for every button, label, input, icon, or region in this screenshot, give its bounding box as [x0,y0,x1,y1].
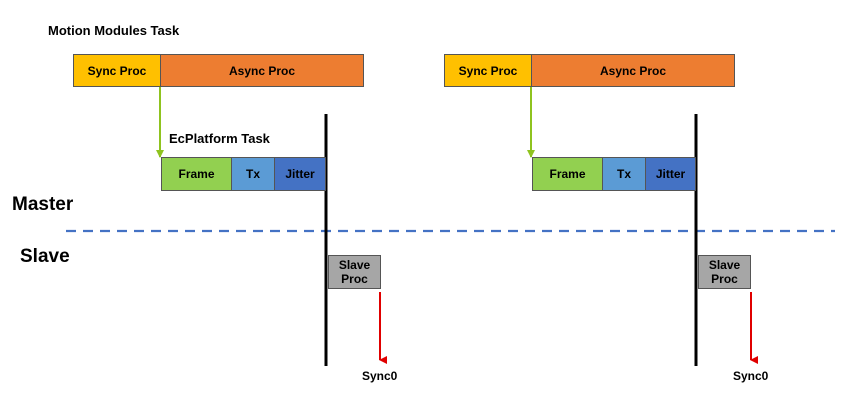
jitter-block: Jitter [645,157,696,191]
master-label: Master [12,194,74,215]
slave-proc-line2: Proc [711,272,738,286]
frame-block: Frame [161,157,232,191]
tx-block: Tx [231,157,275,191]
slave-proc-line2: Proc [341,272,368,286]
slave-proc-line1: Slave [708,258,741,272]
async-proc-block: Async Proc [531,54,735,87]
async-proc-block: Async Proc [160,54,364,87]
sync0-label: Sync0 [362,369,398,383]
sync0-label: Sync0 [733,369,769,383]
slave-proc-block: Slave Proc [698,255,751,289]
ecplatform-task-title: EcPlatform Task [169,131,270,146]
jitter-block: Jitter [274,157,326,191]
slave-label: Slave [20,246,70,267]
slave-proc-block: Slave Proc [328,255,381,289]
motion-task-title: Motion Modules Task [48,23,180,38]
sync-proc-block: Sync Proc [73,54,161,87]
sync-proc-block: Sync Proc [444,54,532,87]
slave-proc-line1: Slave [338,258,371,272]
frame-block: Frame [532,157,603,191]
tx-block: Tx [602,157,646,191]
